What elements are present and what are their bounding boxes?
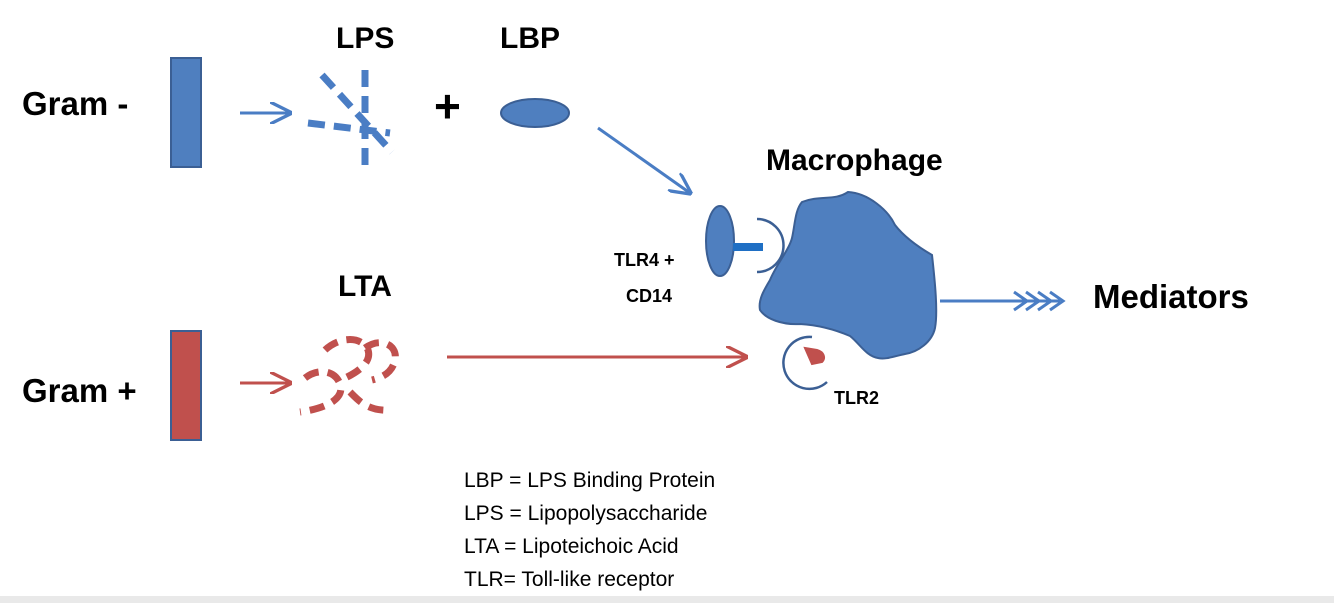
tlr4-label-line2: CD14 [626,286,672,306]
gram-positive-bacterium [170,330,202,441]
mediators-arrow [940,290,1066,312]
lps-fragments-icon [307,70,395,165]
plus-sign: + [434,80,461,132]
legend-item: TLR= Toll-like receptor [464,568,674,591]
legend-item: LBP = LPS Binding Protein [464,469,715,492]
abbreviation-legend: LBP = LPS Binding Protein LPS = Lipopoly… [464,469,715,591]
tlr2-cup [782,335,828,391]
lps-label: LPS [336,22,394,55]
tlr4-cup [756,217,785,274]
tlr4-cd14-receptor [705,205,735,277]
tlr2-lta-bound [803,346,826,366]
macrophage-cell [758,190,938,360]
gram-negative-label: Gram - [22,85,128,122]
mediators-label: Mediators [1093,278,1249,315]
lta-label: LTA [338,270,392,303]
tlr2-label: TLR2 [834,388,879,408]
gram-negative-bacterium [170,57,202,168]
lta-fragments-icon [299,336,399,416]
bottom-divider [0,596,1334,603]
lbp-to-receptor-arrow [597,126,690,193]
legend-item: LPS = Lipopolysaccharide [464,502,707,525]
macrophage-label: Macrophage [766,144,943,177]
legend-item: LTA = Lipoteichoic Acid [464,535,679,558]
tlr4-label-line1: TLR4 + [614,250,675,270]
tlr4-linker-bar [733,243,763,251]
lbp-protein [500,98,570,128]
lbp-label: LBP [500,22,560,55]
gram-positive-label: Gram + [22,372,137,409]
